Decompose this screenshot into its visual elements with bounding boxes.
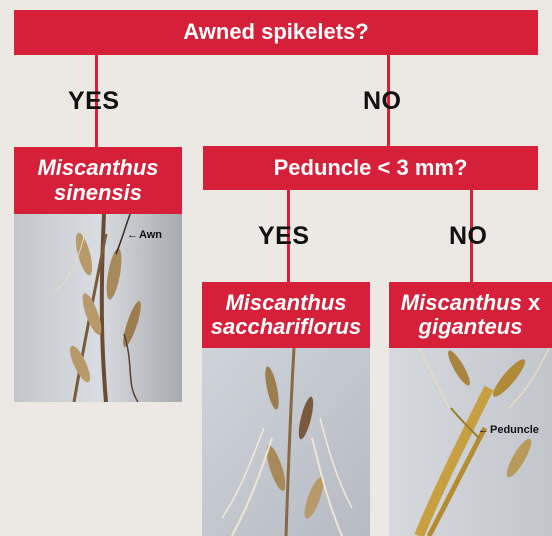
leaf-sacchariflorus-genus: Miscanthus xyxy=(225,291,346,315)
leaf-giganteus-box: Miscanthus x giganteus xyxy=(389,282,552,348)
leaf-giganteus-species: giganteus xyxy=(419,315,523,339)
sub-no-label: NO xyxy=(449,222,488,251)
peduncle-annotation: ← Peduncle xyxy=(478,424,539,436)
root-question-text: Awned spikelets? xyxy=(183,20,368,44)
leaf-sinensis-species: sinensis xyxy=(54,181,142,205)
awn-annotation: ← Awn xyxy=(127,229,162,241)
peduncle-question-box: Peduncle < 3 mm? xyxy=(203,146,538,190)
branch-no-label: NO xyxy=(363,87,402,116)
arrow-left-icon: ← xyxy=(478,424,489,436)
leaf-sacchariflorus-species: sacchariflorus xyxy=(211,315,361,339)
leaf-sacchariflorus-box: Miscanthus sacchariflorus xyxy=(202,282,370,348)
peduncle-annotation-text: Peduncle xyxy=(490,424,539,436)
leaf-giganteus-genus: Miscanthus xyxy=(401,290,522,315)
leaf-sinensis-box: Miscanthus sinensis xyxy=(14,147,182,214)
sinensis-photo xyxy=(14,214,182,402)
branch-yes-label: YES xyxy=(68,87,120,116)
leaf-giganteus-hybrid-mark: x xyxy=(528,290,540,315)
sacchariflorus-photo xyxy=(202,348,370,536)
arrow-left-icon: ← xyxy=(127,229,138,241)
giganteus-photo xyxy=(389,348,552,536)
peduncle-question-text: Peduncle < 3 mm? xyxy=(274,156,468,180)
root-question-box: Awned spikelets? xyxy=(14,10,538,55)
awn-annotation-text: Awn xyxy=(139,229,162,241)
leaf-sinensis-genus: Miscanthus xyxy=(37,156,158,180)
sub-yes-label: YES xyxy=(258,222,310,251)
